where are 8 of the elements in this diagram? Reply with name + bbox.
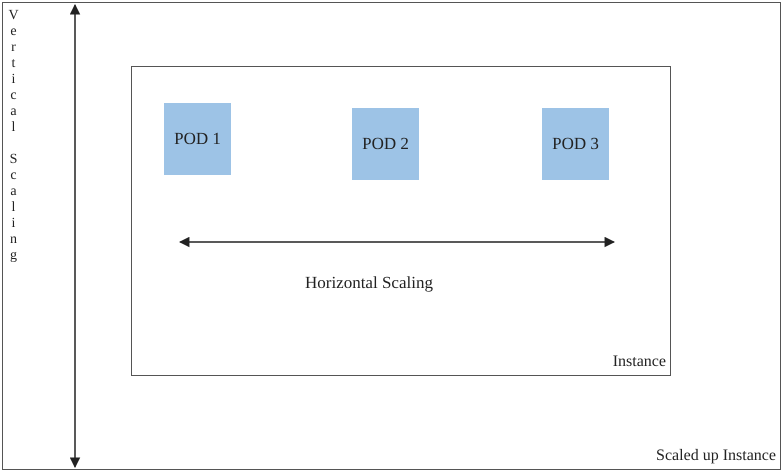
instance-box — [131, 66, 671, 376]
pod-box: POD 2 — [352, 108, 419, 180]
box-title: Instance — [612, 353, 666, 371]
axis-label: Vertical Scaling — [6, 8, 20, 264]
box-title: Scaled up Instance — [656, 447, 776, 465]
axis-label: Horizontal Scaling — [305, 273, 433, 293]
pod-box: POD 3 — [542, 108, 609, 180]
pod-box: POD 1 — [164, 103, 231, 175]
